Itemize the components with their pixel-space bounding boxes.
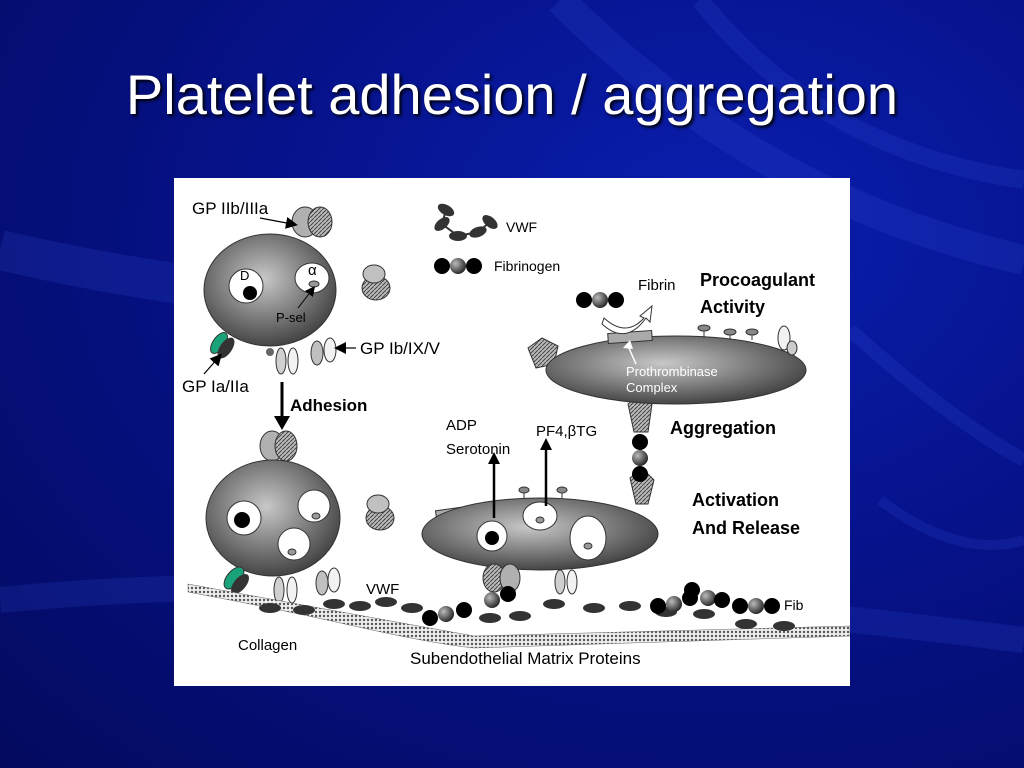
fibrin-label: Fibrin [638, 277, 676, 294]
vwf-bottom-label: VWF [366, 581, 399, 598]
dense-granule-label: D [240, 268, 249, 283]
slide-title: Platelet adhesion / aggregation [125, 63, 899, 126]
fibrinogen-legend-icon [434, 258, 482, 274]
aggregation-link [627, 395, 655, 505]
subendothelial-label: Subendothelial Matrix Proteins [410, 649, 641, 668]
serotonin-label: Serotonin [446, 441, 510, 458]
collagen-label: Collagen [238, 637, 297, 654]
fibrinogen-top [576, 292, 624, 308]
procoagulant-label-2: Activity [700, 297, 765, 317]
fibrinogen-legend-label: Fibrinogen [494, 258, 560, 274]
vwf-legend-icon [434, 203, 498, 241]
p-sel-label: P-sel [276, 310, 306, 325]
procoagulant-label-1: Procoagulant [700, 270, 815, 290]
diagram-panel: GP IIb/IIIa D α P-sel GP Ib/IX/V GP Ia/I… [174, 178, 850, 686]
resting-platelet [203, 206, 391, 375]
platelet-diagram: GP IIb/IIIa D α P-sel GP Ib/IX/V GP Ia/I… [182, 199, 850, 668]
pf4-label: PF4,βTG [536, 423, 597, 440]
prothrombinase-label-1: Prothrombinase [626, 364, 718, 379]
gp-ia-iia-label: GP Ia/IIa [182, 377, 249, 396]
alpha-granule-label: α [308, 262, 317, 279]
activated-platelet [421, 486, 659, 595]
gp-ib-ix-v-label: GP Ib/IX/V [360, 339, 441, 358]
adp-label: ADP [446, 417, 477, 434]
vwf-legend-label: VWF [506, 219, 537, 235]
procoagulant-platelet [527, 324, 807, 405]
prothrombinase-label-2: Complex [626, 380, 678, 395]
fib-label: Fib [784, 597, 804, 613]
aggregation-label: Aggregation [670, 418, 776, 438]
gp-iib-iiia-label: GP IIb/IIIa [192, 199, 269, 218]
fibrin-conversion-arrow [601, 304, 653, 334]
activation-label-2: And Release [692, 518, 800, 538]
adherent-platelet [205, 430, 395, 604]
adhesion-label: Adhesion [290, 396, 367, 415]
fibrinogen-chain-bottom [422, 582, 780, 626]
activation-label-1: Activation [692, 490, 779, 510]
collagen-strand [187, 583, 850, 649]
